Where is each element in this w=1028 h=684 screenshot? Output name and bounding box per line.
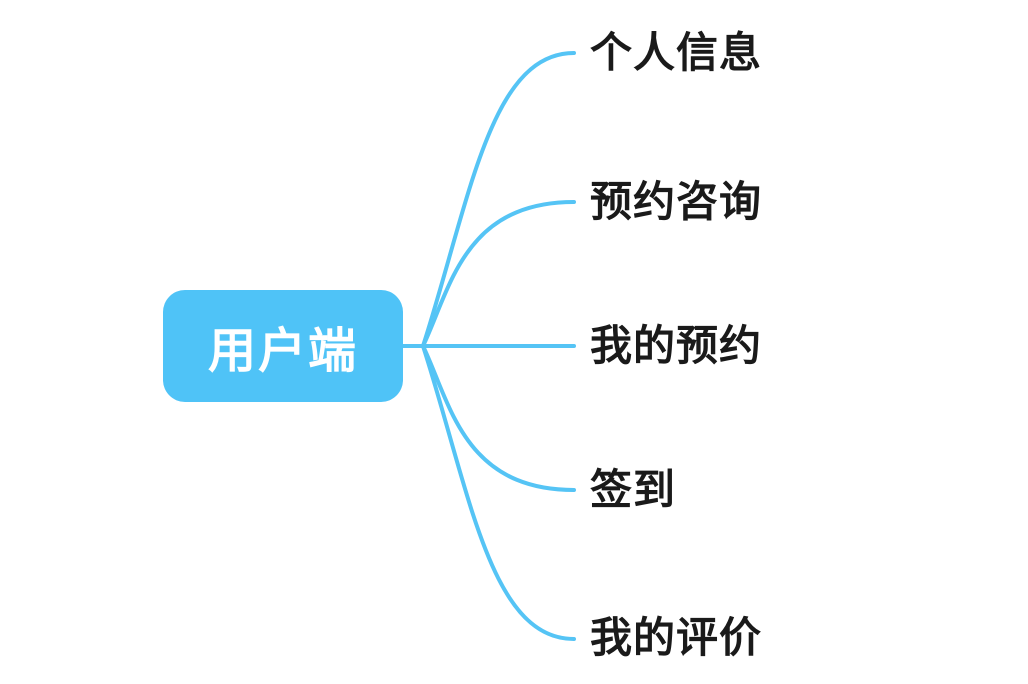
branch-check-in[interactable]: 签到 bbox=[590, 466, 677, 513]
connector-appointment-consult bbox=[421, 200, 576, 348]
connector-check-in bbox=[421, 344, 576, 492]
connector-my-reviews bbox=[421, 344, 576, 641]
branch-my-appointments[interactable]: 我的预约 bbox=[590, 322, 763, 369]
branch-my-reviews[interactable]: 我的评价 bbox=[590, 614, 763, 661]
branch-personal-info[interactable]: 个人信息 bbox=[590, 29, 763, 76]
connector-personal-info bbox=[421, 51, 576, 348]
branch-appointment-consult[interactable]: 预约咨询 bbox=[590, 178, 763, 225]
root-node-user-side[interactable]: 用户端 bbox=[163, 290, 403, 402]
